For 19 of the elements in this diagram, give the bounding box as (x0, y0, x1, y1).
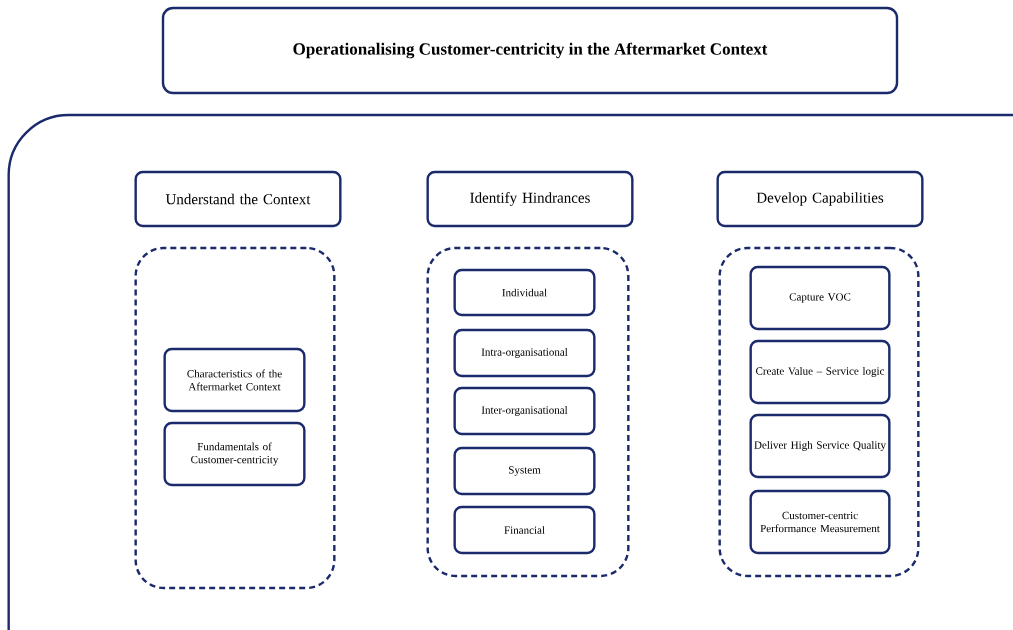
item-box: Capture VOC (749, 265, 891, 331)
column-heading-box: Develop Capabilities (716, 170, 924, 228)
item-box: System (453, 446, 596, 496)
item-box: Intra-organisational (453, 328, 596, 378)
item-box: Create Value – Service logic (749, 339, 891, 405)
item-box: Fundamentals of Customer-centricity (163, 421, 306, 487)
item-box: Characteristics of the Aftermarket Context (163, 347, 306, 413)
outer-panel (7, 113, 1013, 630)
column-heading-box: Understand the Context (134, 170, 342, 228)
item-box: Customer-centric Performance Measurement (749, 489, 891, 555)
dashed-group (134, 246, 336, 590)
item-box: Financial (453, 505, 596, 555)
dashed-group (718, 246, 920, 578)
title-box: Operationalising Customer-centricity in the Aftermarket Context (161, 6, 899, 95)
item-box: Deliver High Service Quality (749, 413, 891, 479)
dashed-group (426, 246, 630, 578)
item-box: Inter-organisational (453, 386, 596, 436)
column-heading-box: Identify Hindrances (426, 170, 634, 228)
item-box: Individual (453, 268, 596, 317)
